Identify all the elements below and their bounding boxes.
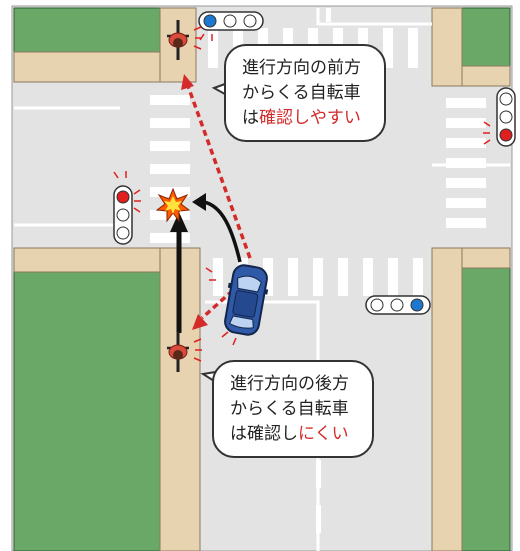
bicycle-rider-glow	[193, 26, 202, 50]
callout-rear-bicycle: 進行方向の後方 からくる自転車 は確認しにくい	[212, 360, 374, 458]
collision-burst-icon	[155, 187, 191, 223]
sight-line-rear	[192, 282, 242, 330]
grass-block-bottom-left	[13, 271, 161, 551]
traffic-signal-icon	[113, 185, 133, 245]
car-icon	[224, 264, 269, 336]
grass-block-bottom-right	[461, 267, 511, 551]
signal-glow-marks	[113, 33, 491, 281]
bicycle-path-arrow	[170, 212, 188, 333]
callout-front-line1: 進行方向の前方	[242, 58, 361, 78]
crosswalk-right	[446, 98, 486, 228]
traffic-signal-icon	[365, 295, 431, 315]
callout-front-accent: 確認しやすい	[259, 108, 361, 128]
center-dashes	[316, 8, 331, 533]
bicycle-rider-glow	[193, 338, 202, 362]
car-turn-arrow	[192, 193, 242, 263]
callout-rear-line2: からくる自転車	[230, 399, 349, 419]
car-glow-marks	[221, 331, 237, 346]
callout-front-line3: は確認しやすい	[242, 108, 361, 128]
callout-rear-line1: 進行方向の後方	[230, 374, 349, 394]
callout-front-line2: からくる自転車	[242, 83, 361, 103]
traffic-signal-icon	[496, 87, 516, 147]
grass-block-top-right	[461, 7, 511, 67]
grass-block-top-left	[13, 7, 161, 53]
callout-front-bicycle: 進行方向の前方 からくる自転車 は確認しやすい	[224, 44, 386, 142]
callout-rear-accent: にくい	[298, 424, 349, 444]
bicycle-rider-icon	[167, 20, 189, 60]
sidewalk-bottom-right-vertical	[431, 247, 463, 551]
callout-rear-line3: は確認しにくい	[230, 424, 349, 444]
sight-line-front	[181, 74, 252, 259]
sidewalk-top-right-vertical	[431, 7, 463, 87]
traffic-signal-icon	[198, 11, 264, 31]
bicycle-rider-icon	[167, 332, 189, 372]
